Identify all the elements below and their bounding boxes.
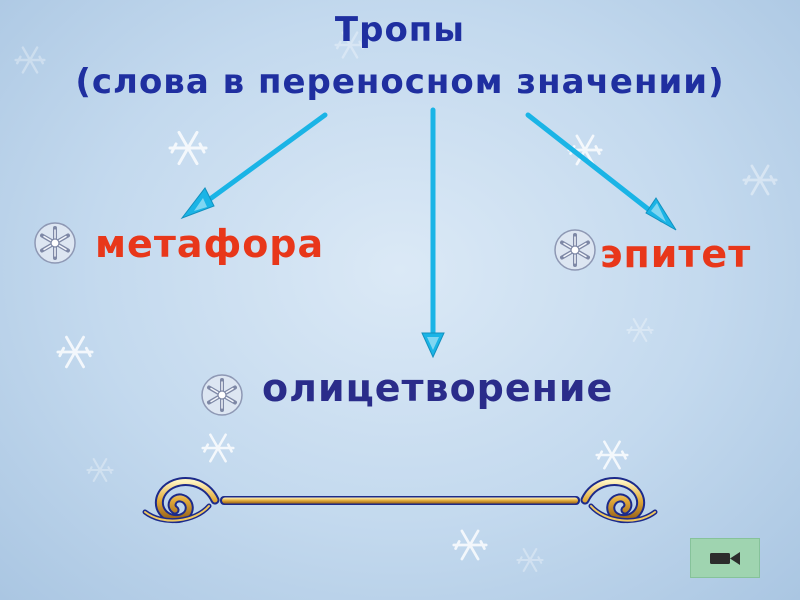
label-personification: олицетворение [262, 366, 614, 410]
arrow-right [525, 112, 665, 223]
arrowhead-left [180, 187, 215, 220]
title-subtitle: (слова в переносном значении) [75, 62, 725, 102]
arrowheads [180, 187, 677, 359]
arrows [192, 107, 665, 341]
label-metaphor: метафора [95, 222, 325, 266]
video-camera-icon [710, 552, 740, 565]
ornamental-divider [145, 482, 655, 521]
label-epithet: эпитет [600, 232, 752, 276]
background-snowflakes [14, 31, 778, 572]
snowflake-bullet-icon [553, 228, 597, 272]
arrow-left [192, 112, 328, 213]
snowflake-bullet-icon [33, 221, 77, 265]
video-nav-button[interactable] [690, 538, 760, 578]
title-tropes: Тропы [334, 10, 466, 50]
snowflake-bullet-icon [200, 373, 244, 417]
